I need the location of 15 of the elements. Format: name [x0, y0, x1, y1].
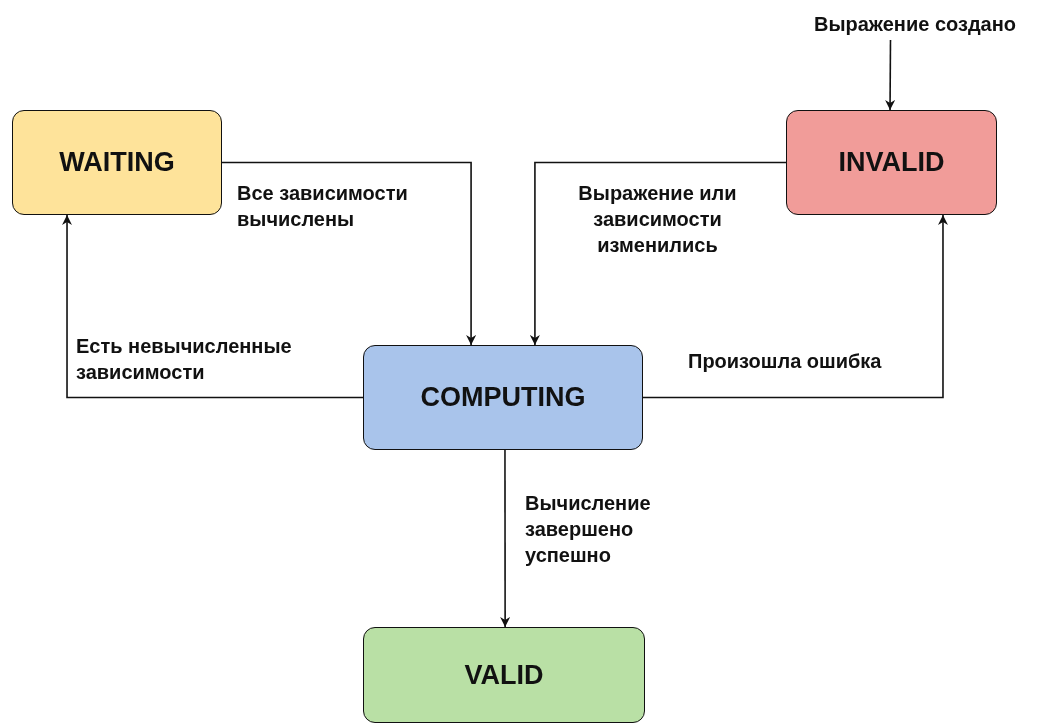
state-box	[12, 110, 222, 215]
transition-arrow	[500, 449, 511, 628]
transition-arrow	[62, 214, 364, 399]
state-name: INVALID	[838, 147, 945, 178]
state-name: VALID	[464, 659, 544, 691]
event-label: Выражение создано	[813, 12, 1017, 36]
transition-arrow	[529, 161, 787, 346]
state-name: WAITING	[59, 147, 175, 178]
state-box	[786, 110, 997, 215]
transition-arrow	[642, 214, 948, 399]
transition-arrow	[885, 39, 896, 111]
state-box	[363, 627, 645, 723]
state-box	[363, 345, 643, 450]
transition-arrow	[221, 161, 477, 346]
state-name: COMPUTING	[420, 382, 586, 413]
